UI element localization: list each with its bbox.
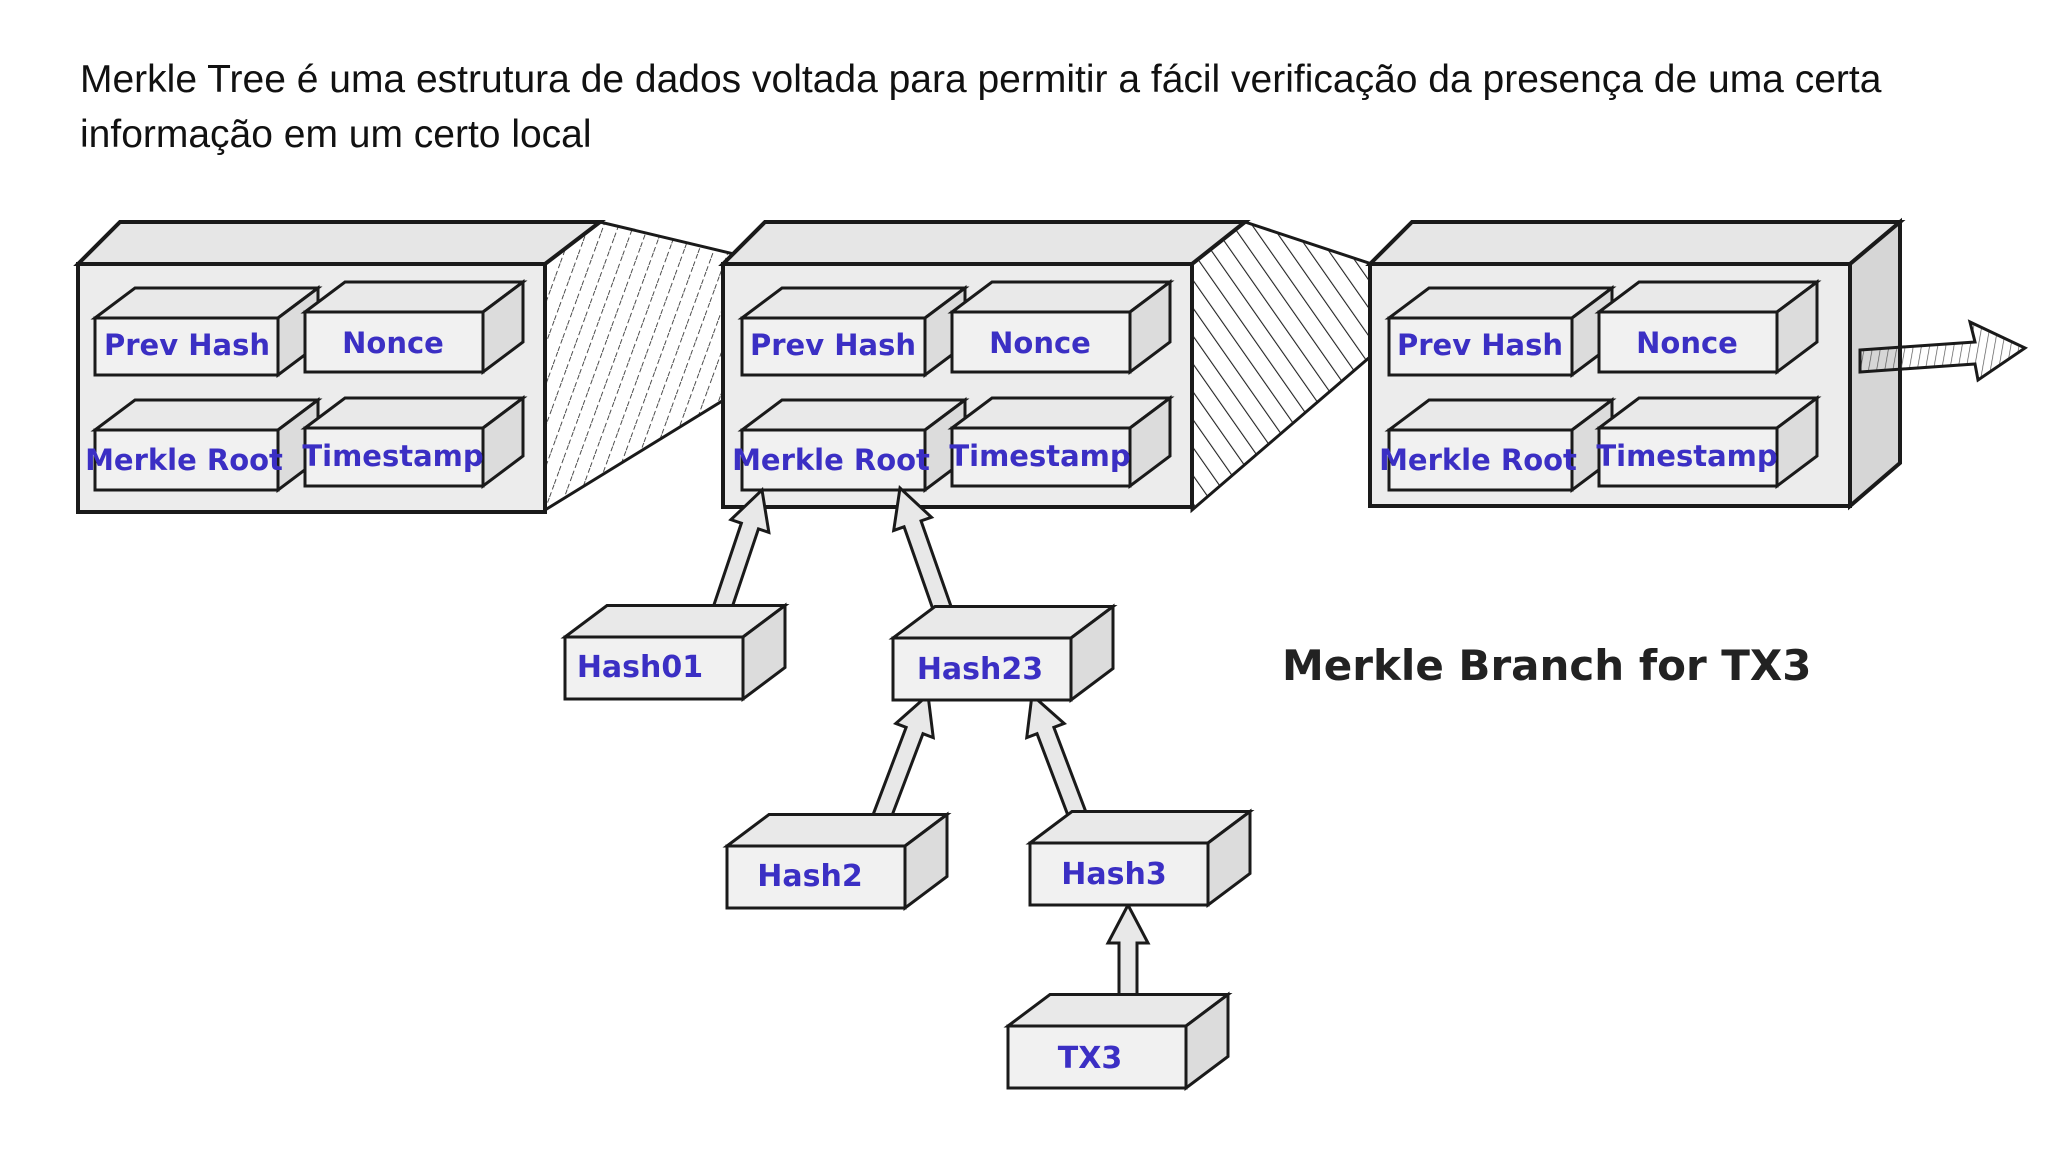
block-1-nonce: Nonce bbox=[342, 326, 444, 360]
block-1-timestamp-box bbox=[300, 395, 528, 489]
tx3-label: TX3 bbox=[1058, 1041, 1122, 1076]
block-3-nonce-box bbox=[1594, 279, 1822, 375]
block-1-nonce-box bbox=[300, 279, 528, 375]
block-3-merkle-root: Merkle Root bbox=[1379, 443, 1577, 477]
block-2-merkle-root: Merkle Root bbox=[732, 443, 930, 477]
block-1-timestamp: Timestamp bbox=[302, 439, 483, 473]
block-2-nonce-box bbox=[947, 279, 1175, 375]
block-3-timestamp: Timestamp bbox=[1596, 439, 1777, 473]
block-1-prev-hash: Prev Hash bbox=[104, 328, 270, 362]
block-2-timestamp-box bbox=[947, 395, 1175, 489]
block-1-merkle-root: Merkle Root bbox=[85, 443, 283, 477]
block-2-merkle-root-box bbox=[737, 397, 970, 493]
hash23-label: Hash23 bbox=[917, 652, 1043, 687]
merkle-branch-label: Merkle Branch for TX3 bbox=[1282, 641, 1812, 690]
block-3-prev-hash: Prev Hash bbox=[1397, 328, 1563, 362]
block-2-nonce: Nonce bbox=[989, 326, 1091, 360]
hash3-label: Hash3 bbox=[1061, 857, 1166, 892]
tx3-box bbox=[1003, 991, 1233, 1091]
block-3-merkle-root-box bbox=[1384, 397, 1617, 493]
hash01-box bbox=[560, 602, 790, 702]
block-2-prev-hash: Prev Hash bbox=[750, 328, 916, 362]
hash01-label: Hash01 bbox=[577, 650, 703, 685]
arrow-tx3-to-hash3-icon bbox=[1105, 901, 1151, 1007]
intro-text: Merkle Tree é uma estrutura de dados vol… bbox=[80, 58, 1882, 156]
hash2-box bbox=[722, 811, 952, 911]
block-3-prev-hash-box bbox=[1384, 285, 1617, 378]
block-3-nonce: Nonce bbox=[1636, 326, 1738, 360]
block-2-timestamp: Timestamp bbox=[949, 439, 1130, 473]
hash3-box bbox=[1025, 808, 1255, 908]
hash2-label: Hash2 bbox=[757, 859, 862, 894]
block-3-timestamp-box bbox=[1594, 395, 1822, 489]
hash23-box bbox=[888, 603, 1118, 703]
chain-arrow-icon bbox=[1858, 319, 2029, 383]
